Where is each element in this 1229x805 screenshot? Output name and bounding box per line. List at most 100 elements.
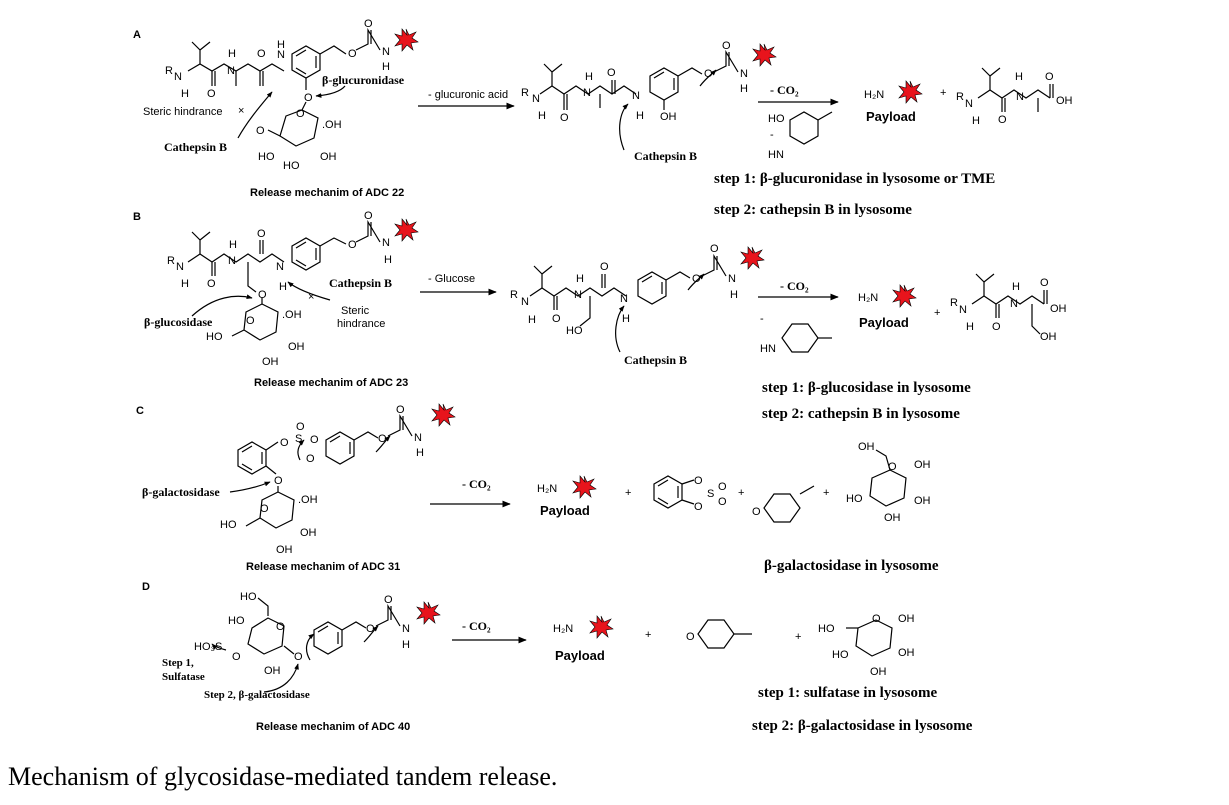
svg-text:H: H bbox=[416, 447, 424, 459]
svg-text:O: O bbox=[246, 315, 255, 327]
panel-a-quinone-methide: HO - HN bbox=[768, 111, 833, 161]
svg-text:N: N bbox=[228, 255, 236, 267]
panel-b-step2: step 2: cathepsin B in lysosome bbox=[762, 406, 960, 422]
svg-text:H₂N: H₂N bbox=[537, 483, 557, 495]
svg-text:O: O bbox=[348, 239, 357, 251]
svg-text:H₂N: H₂N bbox=[858, 292, 878, 304]
svg-text:H: H bbox=[636, 110, 644, 122]
svg-text:H: H bbox=[279, 281, 287, 293]
panel-b-step1: step 1: β-glucosidase in lysosome bbox=[762, 380, 971, 396]
panel-a-intermediate: R N H O H N O N H O O N H OH Cathepsin B bbox=[521, 40, 748, 163]
svg-text:N: N bbox=[382, 46, 390, 58]
svg-text:×: × bbox=[308, 291, 314, 303]
panel-d-step1: step 1: sulfatase in lysosome bbox=[758, 685, 938, 701]
svg-text:H: H bbox=[622, 313, 630, 325]
svg-text:O: O bbox=[710, 243, 719, 255]
svg-text:O: O bbox=[694, 475, 703, 487]
svg-text:O: O bbox=[752, 506, 761, 518]
svg-text:OH: OH bbox=[288, 341, 305, 353]
panel-b-caption: Release mechanim of ADC 23 bbox=[254, 377, 408, 389]
svg-text:H: H bbox=[730, 289, 738, 301]
svg-text:H: H bbox=[384, 254, 392, 266]
svg-text:HO: HO bbox=[258, 151, 275, 163]
svg-text:.OH: .OH bbox=[322, 119, 342, 131]
svg-text:OH: OH bbox=[276, 544, 293, 556]
svg-text:OH: OH bbox=[1040, 331, 1057, 343]
svg-text:O: O bbox=[310, 434, 319, 446]
panel-b-dipeptide-product: R N H O H N O OH OH bbox=[950, 273, 1067, 343]
svg-text:N: N bbox=[583, 87, 591, 99]
svg-text:N: N bbox=[382, 237, 390, 249]
panel-a-step2: step 2: cathepsin B in lysosome bbox=[714, 202, 912, 218]
svg-text:-: - bbox=[760, 313, 764, 325]
svg-text:O: O bbox=[207, 278, 216, 290]
svg-text:OH: OH bbox=[264, 665, 281, 677]
svg-text:O: O bbox=[718, 496, 727, 508]
panel-b: B R N H O H N O N H O O O N H bbox=[133, 210, 1067, 422]
svg-text:H: H bbox=[528, 314, 536, 326]
svg-text:O: O bbox=[296, 108, 305, 120]
svg-text:H: H bbox=[585, 71, 593, 83]
svg-text:O: O bbox=[378, 433, 387, 445]
svg-text:O: O bbox=[560, 112, 569, 124]
panel-a: A R N H O H N O N H O O N H bbox=[133, 18, 1073, 218]
svg-text:S: S bbox=[295, 433, 302, 445]
panel-a-enzyme-label: β-glucuronidase bbox=[322, 73, 405, 87]
svg-text:H₂N: H₂N bbox=[553, 623, 573, 635]
svg-text:.OH: .OH bbox=[298, 494, 318, 506]
panel-c-payload-label: Payload bbox=[540, 503, 590, 518]
panel-b-intermediate: R N H O H N O N H HO O O N H Cathepsin B bbox=[510, 243, 738, 367]
svg-text:H₂N: H₂N bbox=[864, 89, 884, 101]
panel-d-galactose: HO O OH OH HO OH bbox=[818, 613, 915, 678]
svg-text:O: O bbox=[600, 261, 609, 273]
svg-text:+: + bbox=[823, 487, 829, 499]
svg-text:OH: OH bbox=[898, 613, 915, 625]
svg-text:O: O bbox=[294, 651, 303, 663]
svg-text:OH: OH bbox=[660, 111, 677, 123]
svg-text:OH: OH bbox=[914, 459, 931, 471]
svg-text:H: H bbox=[382, 61, 390, 73]
svg-text:HN: HN bbox=[768, 149, 784, 161]
svg-text:O: O bbox=[276, 621, 285, 633]
svg-text:N: N bbox=[620, 293, 628, 305]
panel-b-protease-label-2: Cathepsin B bbox=[624, 353, 687, 367]
svg-text:O: O bbox=[384, 594, 393, 606]
svg-text:O: O bbox=[722, 40, 731, 52]
svg-text:H: H bbox=[972, 115, 980, 127]
payload-star-icon bbox=[752, 43, 777, 67]
panel-d-step2-enzyme: Step 2, β-galactosidase bbox=[204, 689, 310, 701]
svg-text:N: N bbox=[402, 623, 410, 635]
panel-c: C O S O O O O O O N H O .OH OH bbox=[136, 403, 939, 574]
svg-text:HO: HO bbox=[220, 519, 237, 531]
panel-c-quinone-methide: O bbox=[752, 485, 815, 523]
panel-b-payload-label: Payload bbox=[859, 315, 909, 330]
payload-star-icon bbox=[892, 284, 917, 308]
scheme-svg: A R N H O H N O N H O O N H bbox=[133, 18, 1073, 734]
svg-text:O: O bbox=[207, 88, 216, 100]
panel-d-step1-enzyme-1: Step 1, bbox=[162, 657, 194, 669]
svg-text:HO: HO bbox=[228, 615, 245, 627]
svg-text:O: O bbox=[306, 453, 315, 465]
panel-a-dipeptide-product: R N H O H N O OH bbox=[956, 67, 1073, 127]
panel-b-hindrance-1: Steric bbox=[341, 305, 370, 317]
panel-a-protease-label: Cathepsin B bbox=[164, 140, 227, 154]
svg-text:HO: HO bbox=[206, 331, 223, 343]
panel-a-reactant: R N H O H N O N H O O N H O O O bbox=[143, 18, 405, 172]
panel-b-hindrance-2: hindrance bbox=[337, 318, 385, 330]
svg-text:OH: OH bbox=[1050, 303, 1067, 315]
panel-c-step1: β-galactosidase in lysosome bbox=[764, 558, 939, 574]
svg-text:H: H bbox=[740, 83, 748, 95]
svg-text:+: + bbox=[738, 487, 744, 499]
svg-text:R: R bbox=[510, 289, 518, 301]
svg-text:×: × bbox=[238, 105, 244, 117]
svg-text:N: N bbox=[276, 261, 284, 273]
svg-text:HO: HO bbox=[768, 113, 785, 125]
panel-c-reactant: O S O O O O O O N H O .OH OH HO OH β-gal… bbox=[142, 404, 424, 556]
svg-text:HO: HO bbox=[846, 493, 863, 505]
panel-c-arrow-label: - CO₂ bbox=[462, 477, 491, 491]
payload-star-icon bbox=[898, 80, 923, 104]
panel-d-label: D bbox=[142, 581, 150, 593]
svg-text:N: N bbox=[176, 261, 184, 273]
svg-text:N: N bbox=[728, 273, 736, 285]
svg-text:R: R bbox=[165, 65, 173, 77]
